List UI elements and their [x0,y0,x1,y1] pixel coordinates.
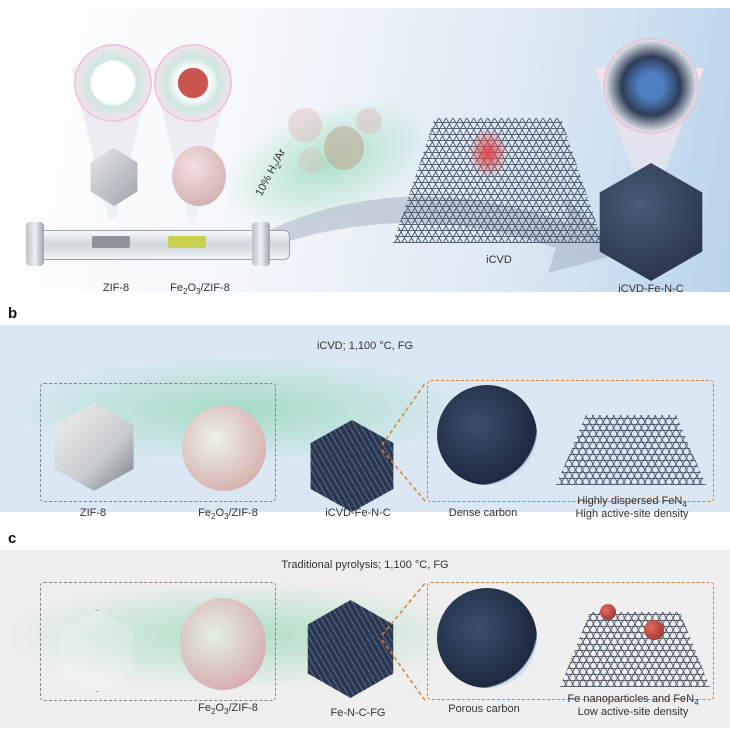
fe2o3-zif8-label: Fe2O3/ZIF-8 [198,507,258,522]
zif8-structure-circle [74,44,152,122]
fe-nanoparticle [600,604,616,620]
zif8-crystal [90,148,138,206]
particle [324,126,364,170]
product-label: iCVD-Fe-N-C [618,283,684,295]
fen4-site-circle [603,38,699,134]
tube-flange-right [252,222,270,266]
desc-line-1: Fe nanoparticles and FeN4 [567,693,699,708]
tube-flange-left [26,222,44,266]
panel-c: Traditional pyrolysis; 1,100 °C, FG Fe2O… [0,550,730,728]
fe2o3-zif8-structure-circle [154,44,232,122]
particle [356,108,382,134]
fe-nanoparticle [644,620,664,640]
particle [288,108,322,142]
panel-a: 10% H2/Ar ZIF-8 Fe2O3/ZIF-8 iCVD iCVD-Fe… [8,8,730,296]
porous-carbon-label: Porous carbon [448,703,520,715]
decomposed-zif8-outline [60,610,134,692]
icvd-label: iCVD [486,254,512,266]
fe2o3-zif8-crystal [180,598,266,690]
boat-zif8 [92,236,130,248]
detail-box [427,380,714,502]
fe2o3-zif8-crystal [172,146,226,206]
zoom-lines [381,381,427,503]
panel-c-title: Traditional pyrolysis; 1,100 °C, FG [281,559,449,571]
panel-b-letter: b [8,305,18,322]
desc-line-2: Low active-site density [577,706,689,718]
dense-carbon-label: Dense carbon [448,507,518,519]
zif8-label: ZIF-8 [79,507,107,519]
porous-carbon-sphere [437,588,537,688]
dense-carbon-sphere [437,385,537,485]
particle [298,148,324,174]
graphene-sheet [560,612,710,687]
fe-sites [468,128,508,178]
zif8-label: ZIF-8 [102,282,130,294]
panel-c-letter: c [8,530,17,547]
precursor-box [40,582,276,701]
panel-b: iCVD; 1,100 °C, FG ZIF-8 Fe2O3/ZIF-8 iCV… [0,325,730,521]
detail-box [427,582,714,700]
panel-b-title: iCVD; 1,100 °C, FG [316,340,414,352]
product-label: Fe-N-C-FG [330,707,386,719]
icvd-fe-n-c-particle [310,420,394,512]
fe2o3-zif8-crystal [182,405,266,491]
fe2o3-zif8-label: Fe2O3/ZIF-8 [198,702,258,717]
zoom-lines [381,581,427,703]
desc-line-2: High active-site density [575,508,689,520]
fe2o3-zif8-label: Fe2O3/ZIF-8 [170,282,230,297]
boat-fe2o3 [168,236,206,248]
desc-line-1: Highly dispersed FeN4 [577,495,687,510]
tube-furnace [28,230,290,260]
product-label: iCVD-Fe-N-C [325,507,391,519]
precursor-box [40,383,276,502]
